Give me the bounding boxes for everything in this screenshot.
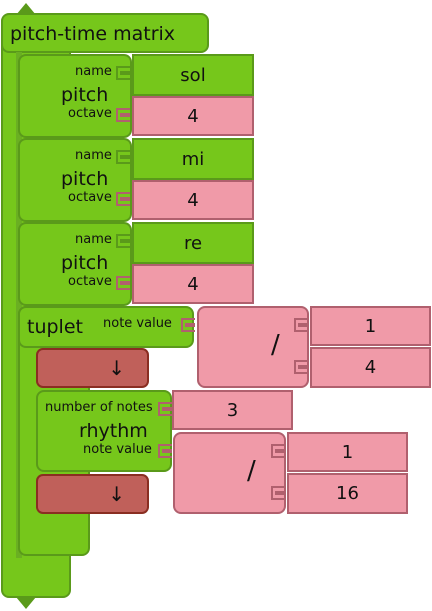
rhythm-divide-block[interactable] [173,432,286,514]
rhythm-number-of-notes-label: number of notes [45,400,153,415]
tuplet-label: tuplet [27,316,83,338]
tuplet-divide-symbol: / [271,330,280,360]
matrix-header[interactable] [1,13,209,53]
pitch-name-value[interactable]: mi [132,138,254,180]
pitch-name-value[interactable]: sol [132,54,254,96]
rhythm-block[interactable] [36,390,172,472]
down-arrow-icon: ↓ [108,482,125,506]
matrix-inner-slot [16,52,22,558]
pitch-name-connector [116,234,130,248]
down-arrow-block[interactable]: ↓ [36,474,149,514]
pitch-name-label: name [75,232,112,247]
pitch-octave-text: 4 [187,105,199,127]
pitch-octave-label: octave [68,190,112,205]
pitch-block[interactable] [18,54,132,138]
rhythm-denominator-connector [271,486,285,500]
pitch-octave-connector [116,276,130,290]
pitch-label: pitch [61,168,109,190]
rhythm-label: rhythm [79,420,148,442]
pitch-octave-text: 4 [187,189,199,211]
tuplet-denominator-connector [294,360,308,374]
pitch-octave-value[interactable]: 4 [132,180,254,220]
down-arrow-block[interactable]: ↓ [36,348,149,388]
pitch-octave-value[interactable]: 4 [132,96,254,136]
rhythm-number-of-notes-text: 3 [226,399,239,421]
pitch-octave-text: 4 [187,273,199,295]
tuplet-note-value-label: note value [103,316,172,331]
tuplet-note-value-connector [181,318,195,332]
matrix-title: pitch-time matrix [10,23,176,45]
pitch-name-text: re [183,232,203,254]
rhythm-note-value-connector [158,444,172,458]
pitch-block[interactable] [18,138,132,222]
matrix-bottom-notch [16,597,36,609]
rhythm-note-value-label: note value [83,442,152,457]
rhythm-number-of-notes-value[interactable]: 3 [172,390,293,430]
pitch-octave-connector [116,108,130,122]
pitch-octave-value[interactable]: 4 [132,264,254,304]
rhythm-divide-symbol: / [247,456,256,486]
pitch-name-connector [116,150,130,164]
pitch-block[interactable] [18,222,132,306]
pitch-label: pitch [61,252,109,274]
matrix-top-notch [16,3,36,15]
rhythm-numerator-connector [271,444,285,458]
tuplet-denominator-text: 4 [364,357,377,378]
pitch-name-value[interactable]: re [132,222,254,264]
pitch-octave-label: octave [68,106,112,121]
down-arrow-icon: ↓ [108,356,125,380]
rhythm-denominator-text: 16 [336,483,359,504]
tuplet-numerator-text: 1 [364,315,377,337]
pitch-name-connector [116,66,130,80]
tuplet-numerator-connector [294,318,308,332]
tuplet-header[interactable] [18,306,194,348]
pitch-name-text: mi [181,148,205,170]
rhythm-numerator-value[interactable]: 1 [287,432,408,472]
rhythm-numerator-text: 1 [341,441,354,463]
pitch-octave-connector [116,192,130,206]
pitch-label: pitch [61,84,109,106]
tuplet-denominator-value[interactable]: 4 [310,347,431,388]
pitch-name-label: name [75,64,112,79]
pitch-name-label: name [75,148,112,163]
rhythm-denominator-value[interactable]: 16 [287,473,408,514]
tuplet-divide-block[interactable] [197,306,309,388]
tuplet-numerator-value[interactable]: 1 [310,306,431,346]
pitch-name-text: sol [180,64,206,86]
pitch-octave-label: octave [68,274,112,289]
rhythm-number-of-notes-connector [158,402,172,416]
